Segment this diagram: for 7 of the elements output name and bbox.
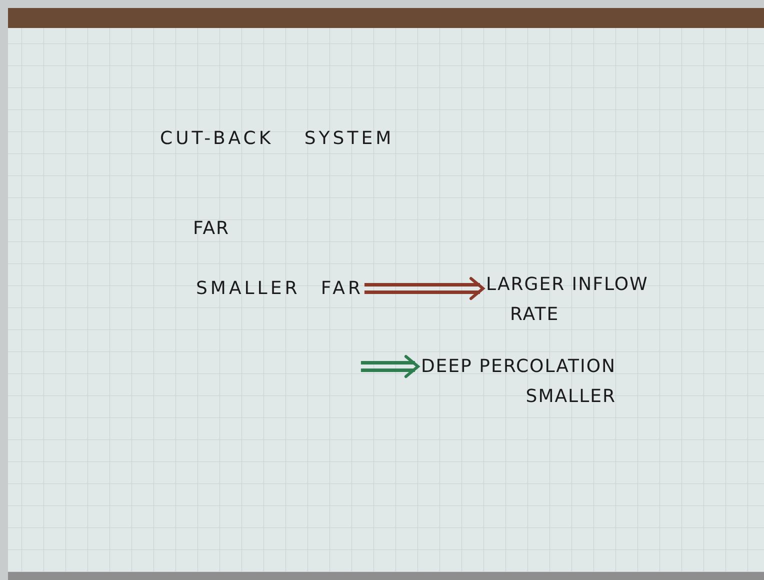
double-arrow	[360, 355, 420, 378]
title: CUT-BACK SYSTEM	[160, 127, 394, 151]
handwritten-text: LARGER INFLOW RATE	[486, 273, 650, 327]
label: FAR	[193, 217, 230, 241]
handwritten-text: SMALLER FAR	[196, 277, 364, 301]
double-arrow	[364, 277, 484, 300]
handwritten-text: DEEP PERCOLATION SMALLER	[420, 355, 616, 409]
